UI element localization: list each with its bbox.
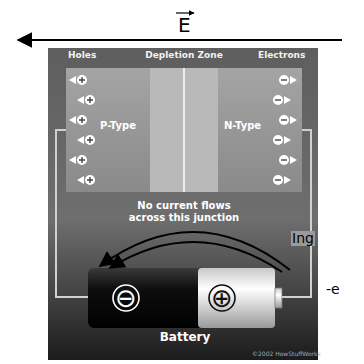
hole: [85, 135, 95, 145]
component-name: Battery: [88, 331, 282, 344]
carriers: [69, 75, 297, 185]
electron: [273, 135, 283, 145]
panel: [48, 48, 318, 360]
electron-arrow: [290, 156, 297, 164]
plus-mark: [87, 137, 93, 143]
copyright: ©2002 HowStuffWorks: [252, 351, 321, 358]
hole-arrow: [77, 176, 84, 184]
plus-mark: [79, 117, 85, 123]
electron: [279, 155, 289, 165]
hole: [77, 115, 87, 125]
region-heading: Electrons: [258, 51, 305, 61]
current-label: Ing: [291, 231, 315, 246]
battery-terminal-sign: ⊖: [115, 284, 137, 313]
electron-arrow: [290, 76, 297, 84]
hole: [85, 95, 95, 105]
hole: [85, 175, 95, 185]
plus-mark: [87, 97, 93, 103]
junction-line: [183, 68, 185, 192]
region-name: P-Type: [100, 120, 136, 131]
hole-arrow: [77, 96, 84, 104]
p-type-region: HolesP-Type: [66, 68, 150, 192]
electron-arrow: [284, 96, 291, 104]
n-type-region: ElectronsN-Type: [218, 68, 302, 192]
minus-mark: [281, 119, 287, 120]
depletion-zone: Depletion ZoneNo current flows across th…: [150, 68, 218, 192]
minus-mark: [275, 179, 281, 180]
electron: [273, 175, 283, 185]
battery-terminal-sign: ⊕: [211, 284, 233, 313]
wire: [282, 130, 311, 297]
region-heading: Depletion Zone: [142, 51, 226, 61]
plus-mark: [79, 77, 85, 83]
battery-positive: [198, 268, 275, 328]
current-arc: [110, 242, 282, 272]
charge-label: -e: [326, 282, 340, 297]
plus-mark: [87, 177, 93, 183]
region-heading: Holes: [68, 51, 96, 61]
electron: [279, 75, 289, 85]
depletion-region: [150, 68, 218, 192]
electron: [279, 115, 289, 125]
minus-mark: [275, 139, 281, 140]
note: No current flows across this junction: [124, 200, 244, 223]
hole: [77, 155, 87, 165]
electron-arrow: [284, 136, 291, 144]
battery-negative: [88, 268, 204, 328]
region-name: N-Type: [224, 120, 261, 131]
minus-mark: [281, 79, 287, 80]
electron-arrow: [290, 116, 297, 124]
wire: [56, 130, 88, 297]
electron-arrow: [284, 176, 291, 184]
field-arrow: [18, 39, 342, 41]
plus-mark: [79, 157, 85, 163]
field-symbol: E: [178, 14, 191, 36]
minus-mark: [275, 99, 281, 100]
hole-arrow: [77, 136, 84, 144]
p-region: [66, 68, 150, 192]
hole-arrow: [69, 156, 76, 164]
electron: [273, 95, 283, 105]
hole: [77, 75, 87, 85]
current-arc: [100, 232, 290, 270]
minus-mark: [281, 159, 287, 160]
hole-arrow: [69, 76, 76, 84]
battery: ⊖⊕Battery: [88, 268, 282, 328]
hole-arrow: [69, 116, 76, 124]
n-region: [218, 68, 302, 192]
battery-terminal: [275, 288, 282, 308]
